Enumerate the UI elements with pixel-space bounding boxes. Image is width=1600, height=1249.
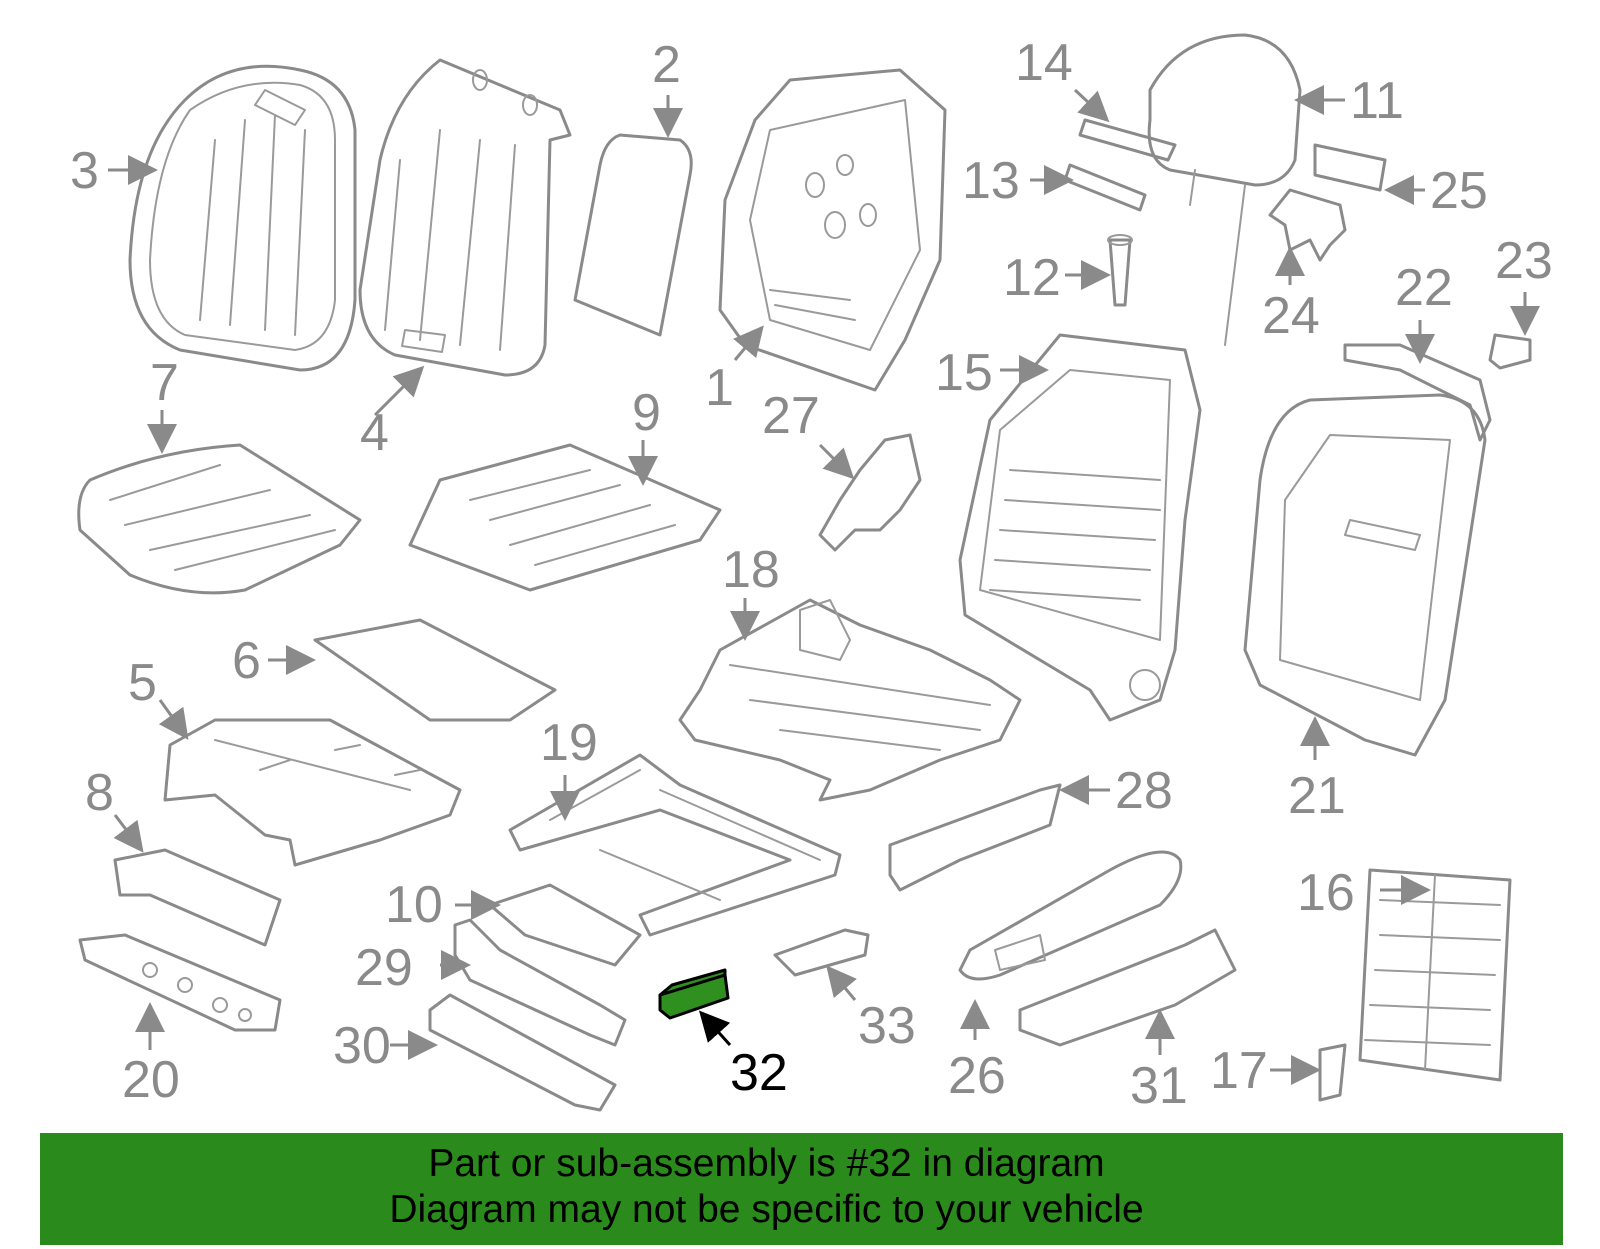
callout-24: 24 [1262, 287, 1320, 345]
callout-25: 25 [1430, 162, 1488, 220]
callout-12: 12 [1003, 249, 1061, 307]
callout-28: 28 [1115, 762, 1173, 820]
info-banner: Part or sub-assembly is #32 in diagram D… [40, 1133, 1563, 1245]
part-21-rear-panel [1243, 393, 1487, 757]
callout-11: 11 [1350, 72, 1404, 130]
part-7-cushion-cover [77, 443, 362, 595]
part-12-sleeve [1107, 234, 1133, 307]
callout-4: 4 [360, 404, 389, 462]
part-33-clip [773, 928, 870, 977]
part-15-backrest-frame [958, 333, 1202, 722]
leader-lines [108, 85, 1540, 1085]
callout-18: 18 [722, 541, 780, 599]
part-3-backrest-cover [128, 64, 357, 372]
part-13-plate [1063, 163, 1147, 212]
part-25-clip [1313, 143, 1387, 192]
callout-17: 17 [1210, 1042, 1268, 1100]
callout-27: 27 [762, 387, 820, 445]
banner-line-2: Diagram may not be specific to your vehi… [389, 1188, 1144, 1231]
callout-19: 19 [540, 714, 598, 772]
banner-line-1: Part or sub-assembly is #32 in diagram [428, 1142, 1105, 1185]
seat-parts-diagram: 1 2 3 4 5 6 7 8 9 10 11 12 13 14 15 16 1… [70, 33, 1553, 1115]
callout-1: 1 [705, 359, 734, 417]
part-17-clip [1318, 1043, 1347, 1102]
part-9-cushion-pad [408, 443, 722, 592]
callout-8: 8 [85, 764, 114, 822]
part-32-highlighted [658, 968, 730, 1020]
part-18-seat-frame [678, 598, 1022, 802]
part-4-backrest-pad [358, 58, 572, 377]
part-6-pad [313, 618, 557, 722]
callout-10: 10 [385, 876, 443, 934]
callout-7: 7 [150, 354, 179, 412]
callout-32-highlighted: 32 [730, 1044, 788, 1102]
callout-21: 21 [1288, 767, 1346, 825]
callout-23: 23 [1495, 232, 1553, 290]
callout-33: 33 [858, 997, 916, 1055]
callout-26: 26 [948, 1047, 1006, 1105]
part-27-bracket [818, 433, 922, 552]
callout-labels: 1 2 3 4 5 6 7 8 9 10 11 12 13 14 15 16 1… [70, 34, 1553, 1115]
callout-9: 9 [632, 384, 661, 442]
callout-6: 6 [232, 632, 261, 690]
callout-31: 31 [1130, 1057, 1188, 1115]
callout-29: 29 [355, 939, 413, 997]
callout-22: 22 [1395, 259, 1453, 317]
callout-3: 3 [70, 142, 99, 200]
part-10-pad [488, 883, 642, 967]
part-19-seat-track [508, 753, 842, 937]
part-23-connector [1488, 333, 1532, 370]
callout-5: 5 [128, 654, 157, 712]
part-1-backrest-shell [718, 68, 947, 392]
callout-15: 15 [935, 344, 993, 402]
callout-16: 16 [1297, 864, 1355, 922]
part-16-spring-mat [1358, 868, 1512, 1082]
part-14-bracket [1078, 118, 1177, 162]
callout-30: 30 [333, 1017, 391, 1075]
part-20-mat [78, 933, 282, 1032]
callout-14: 14 [1015, 34, 1073, 92]
callout-20: 20 [122, 1051, 180, 1109]
callout-2: 2 [652, 36, 681, 94]
part-5-cushion-shell [163, 718, 462, 867]
part-30-trim-panel [428, 993, 617, 1112]
part-26-side-cover [958, 850, 1183, 981]
callout-13: 13 [962, 152, 1020, 210]
part-2-back-panel [573, 133, 693, 337]
part-28-side-trim [888, 783, 1062, 892]
part-24-guide [1268, 188, 1347, 262]
part-22-trim [1343, 343, 1492, 442]
part-31-side-trim [1018, 928, 1237, 1047]
part-8-foam-block [113, 848, 282, 947]
